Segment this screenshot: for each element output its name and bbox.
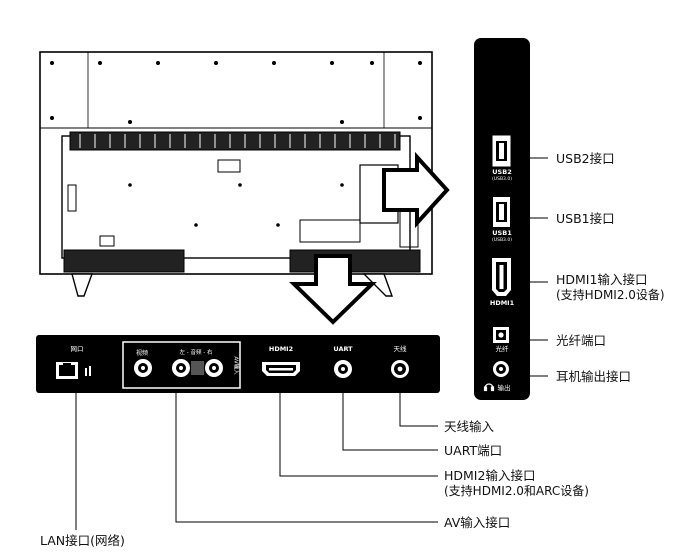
rear-leader-lines [75, 393, 438, 530]
usb2-port-label: USB2 [492, 168, 512, 176]
uart-port-label: UART [333, 345, 353, 353]
lan-activity-icon [85, 366, 91, 376]
lan-callout: LAN接口(网络) [40, 533, 125, 548]
hdmi1-callout-note: (支持HDMI2.0设备) [556, 288, 665, 302]
headphone-port-icon [493, 361, 509, 377]
headphone-icon [483, 383, 495, 392]
av-video-label: 视频 [135, 350, 148, 357]
hdmi1-port-icon [492, 258, 511, 296]
av-video-jack-icon [134, 359, 152, 377]
headphone-port-label: 输出 [497, 384, 511, 392]
uart-port-icon [334, 360, 352, 378]
usb1-port-sublabel: (USB3.0) [492, 238, 512, 243]
optical-callout: 光纤端口 [556, 333, 607, 348]
optical-port-label: 光纤 [495, 345, 509, 353]
right-arrow-pointer [382, 151, 450, 229]
uart-callout: UART端口 [444, 443, 503, 458]
tv-back-illustration [39, 51, 433, 297]
antenna-port-label: 天线 [393, 345, 407, 353]
av-port-group [122, 341, 241, 389]
lan-port-label: 网口 [70, 345, 84, 353]
side-leader-lines [530, 157, 548, 377]
antenna-port-icon [391, 360, 409, 378]
av-hatch [191, 361, 204, 375]
usb1-port-label: USB1 [492, 229, 512, 237]
av-in-label: AV输入 [232, 356, 239, 375]
av-audio-right-jack-icon [205, 359, 223, 377]
av-audio-label: 左 - 音频 - 右 [179, 350, 213, 356]
optical-port-icon [493, 327, 509, 343]
rear-connector-panel [36, 335, 440, 393]
usb2-callout: USB2接口 [556, 151, 615, 166]
down-arrow-pointer [289, 254, 377, 325]
usb1-callout: USB1接口 [556, 211, 615, 226]
av-audio-left-jack-icon [172, 359, 190, 377]
lan-port-icon [56, 362, 78, 379]
usb2-port-icon [492, 135, 511, 167]
headphone-callout: 耳机输出接口 [556, 369, 632, 384]
hdmi2-port-icon [262, 362, 300, 376]
hdmi1-callout-title: HDMI1输入接口 [556, 272, 648, 287]
hdmi2-port-label: HDMI2 [268, 345, 294, 353]
antenna-callout: 天线输入 [444, 419, 495, 434]
hdmi2-callout-note: (支持HDMI2.0和ARC设备) [444, 484, 589, 498]
hdmi2-callout-title: HDMI2输入接口 [444, 468, 536, 483]
usb2-port-sublabel: (USB3.0) [492, 177, 512, 182]
hdmi1-port-label: HDMI1 [489, 299, 515, 307]
usb1-port-icon [493, 197, 510, 227]
av-callout: AV输入接口 [444, 515, 511, 530]
